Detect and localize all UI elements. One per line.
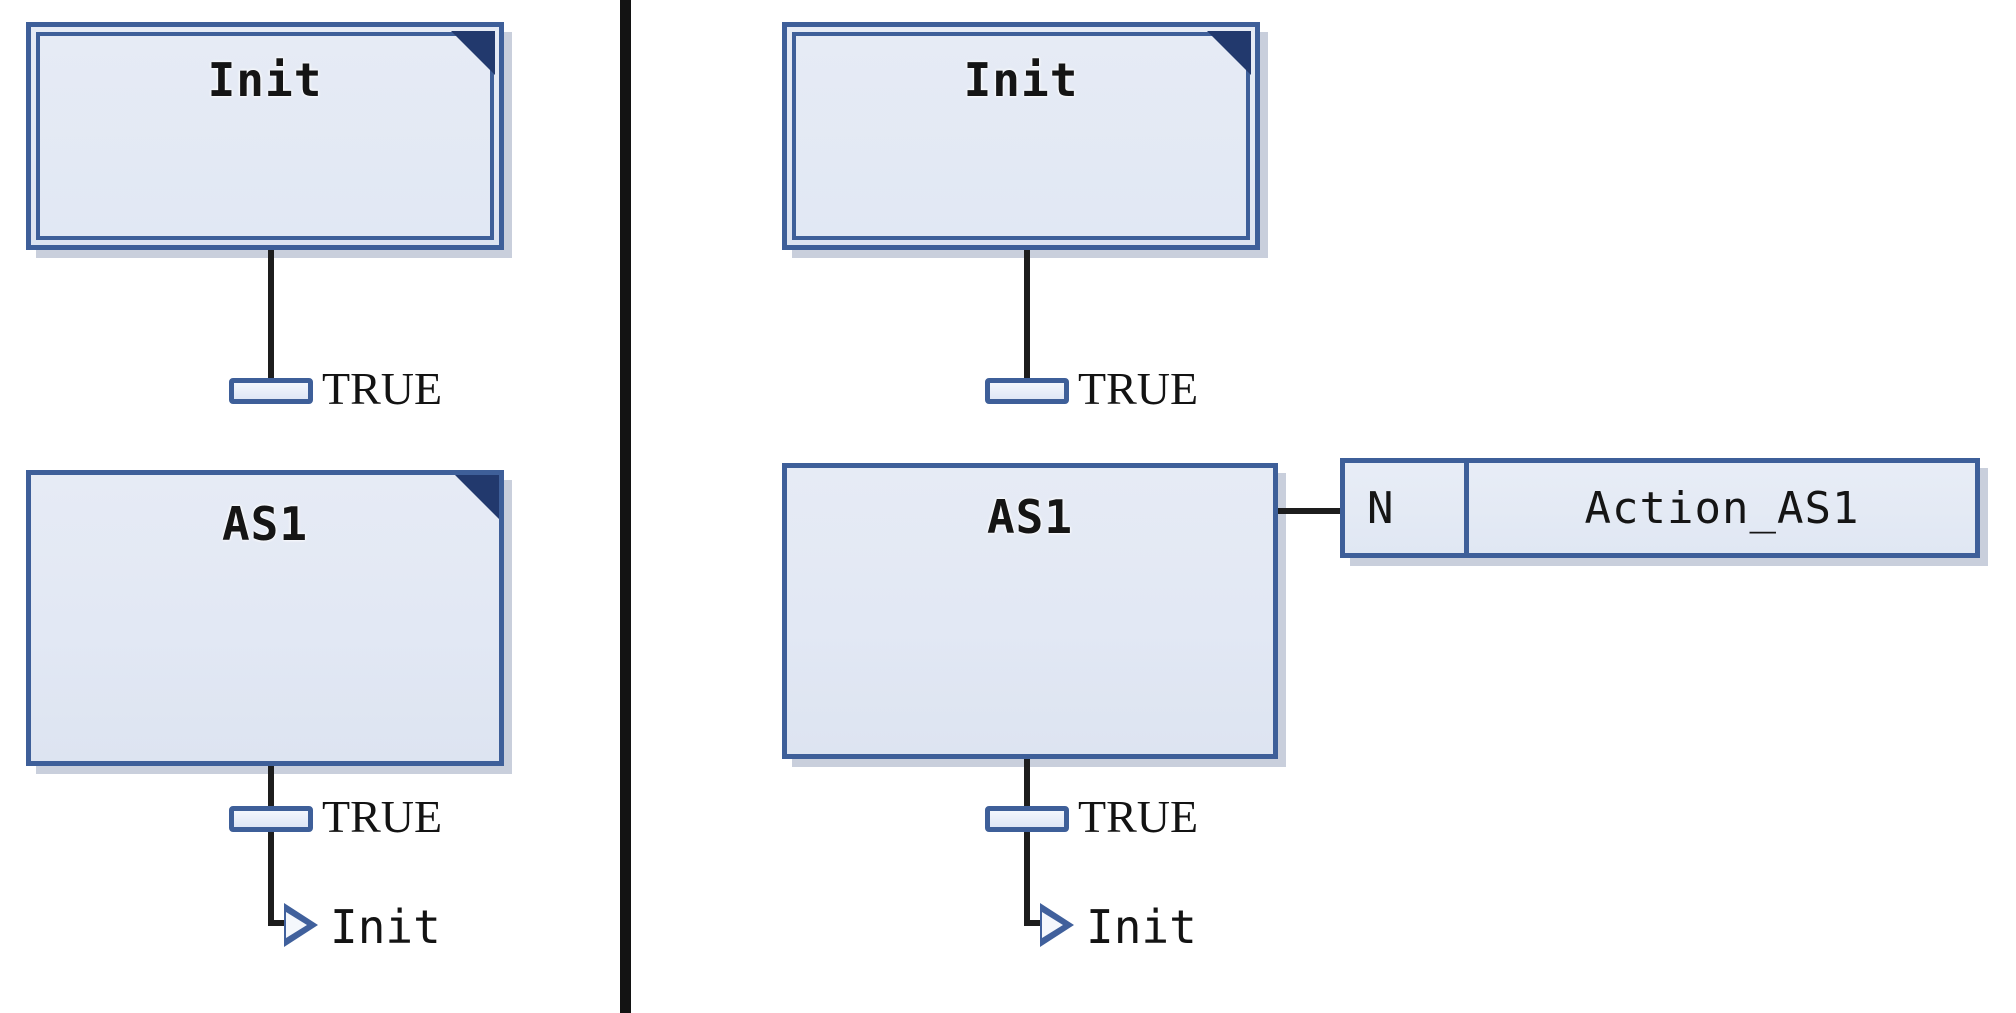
left-transition-1-label: TRUE (322, 363, 443, 414)
right-connector-init-to-transition1 (1024, 250, 1030, 400)
left-connector-init-to-transition1 (268, 250, 274, 400)
right-connector-as1-to-action (1278, 508, 1344, 514)
left-step-init[interactable]: Init (26, 22, 504, 250)
right-transition-2[interactable] (985, 806, 1069, 832)
right-transition-2-label: TRUE (1078, 791, 1199, 842)
right-connector-as1-to-transition2 (1024, 759, 1030, 926)
right-jump-target-label: Init (1086, 900, 1197, 954)
left-transition-1[interactable] (229, 378, 313, 404)
left-jump-target-label: Init (330, 900, 441, 954)
right-transition-1[interactable] (985, 378, 1069, 404)
action-qualifier: N (1345, 463, 1469, 553)
left-jump-arrow-icon[interactable] (284, 903, 318, 947)
right-step-init[interactable]: Init (782, 22, 1260, 250)
right-step-as1-label: AS1 (986, 490, 1074, 544)
left-connector-as1-to-transition2 (268, 766, 274, 926)
left-step-as1-label: AS1 (221, 497, 309, 551)
left-step-init-label: Init (207, 53, 323, 107)
right-jump-elbow (1024, 920, 1048, 926)
left-transition-2[interactable] (229, 806, 313, 832)
left-step-as1[interactable]: AS1 (26, 470, 504, 766)
right-action-block[interactable]: N Action_AS1 (1340, 458, 1980, 558)
right-jump-arrow-icon[interactable] (1040, 903, 1074, 947)
action-name: Action_AS1 (1584, 482, 1860, 534)
right-transition-1-label: TRUE (1078, 363, 1199, 414)
left-jump-elbow (268, 920, 292, 926)
panel-divider (620, 0, 631, 1013)
left-transition-2-label: TRUE (322, 791, 443, 842)
right-step-as1[interactable]: AS1 (782, 463, 1278, 759)
right-step-init-label: Init (963, 53, 1079, 107)
